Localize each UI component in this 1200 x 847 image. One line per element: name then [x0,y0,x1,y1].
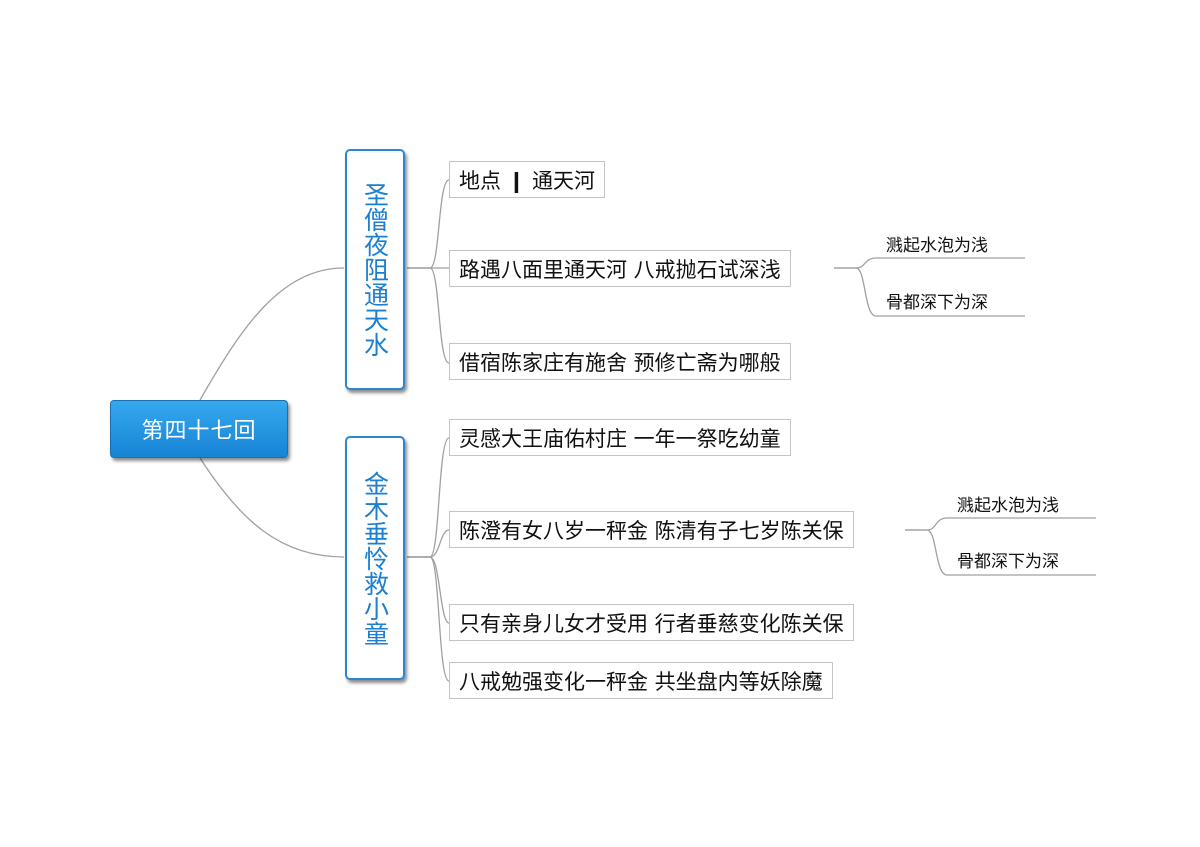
leaf-node-2-2[interactable]: 陈澄有女八岁一秤金 陈清有子七岁陈关保 [449,511,854,548]
leaf-node-label: 灵感大王庙佑村庄 一年一祭吃幼童 [459,426,781,451]
leaf-node-1-3[interactable]: 借宿陈家庄有施舍 预修亡斋为哪般 [449,343,791,380]
branch-node-1[interactable]: 圣僧夜阻通天水 [345,149,405,390]
leaf-node-label: 八戒勉强变化一秤金 共坐盘内等妖除魔 [459,669,823,694]
root-node-label: 第四十七回 [141,419,257,444]
connector-leaf-sub-1 [834,257,1025,269]
leaf-node-2-3[interactable]: 只有亲身儿女才受用 行者垂慈变化陈关保 [449,604,854,641]
connector-leaf-sub-3 [905,517,1096,531]
leaf-node-1-2[interactable]: 路遇八面里通天河 八戒抛石试深浅 [449,250,791,287]
connector-branch2-leaf-1 [407,437,450,558]
leaf-node-label: 借宿陈家庄有施舍 预修亡斋为哪般 [459,350,781,375]
sub-node-1-2-1[interactable]: 溅起水泡为浅 [886,236,988,256]
connector-branch1-leaf-1 [407,179,450,269]
leaf-node-1-1[interactable]: 地点 ❙ 通天河 [449,161,605,198]
branch-node-2-label: 金木垂怜救小童 [360,470,390,646]
connector-branch2-leaf-2 [407,529,450,558]
connector-leaf-sub-2 [834,267,1025,317]
connector-leaf-sub-4 [905,529,1096,576]
leaf-node-label: 路遇八面里通天河 八戒抛石试深浅 [459,257,781,282]
root-node[interactable]: 第四十七回 [110,400,288,458]
leaf-node-label: 陈澄有女八岁一秤金 陈清有子七岁陈关保 [459,518,844,543]
connector-branch2-leaf-4 [407,556,450,682]
branch-node-2[interactable]: 金木垂怜救小童 [345,436,405,680]
sub-node-2-2-2[interactable]: 骨都深下为深 [957,552,1059,572]
connector-branch2-leaf-3 [407,556,450,624]
leaf-node-2-1[interactable]: 灵感大王庙佑村庄 一年一祭吃幼童 [449,419,791,456]
connector-root-branch-2 [199,457,345,558]
connector-root-branch-1 [199,267,345,401]
leaf-node-2-4[interactable]: 八戒勉强变化一秤金 共坐盘内等妖除魔 [449,662,833,699]
connector-branch1-leaf-3 [407,267,450,364]
sub-node-1-2-2[interactable]: 骨都深下为深 [886,293,988,313]
leaf-node-label: 地点 ❙ 通天河 [459,168,595,193]
branch-node-1-label: 圣僧夜阻通天水 [360,182,390,357]
leaf-node-label: 只有亲身儿女才受用 行者垂慈变化陈关保 [459,611,844,636]
sub-node-2-2-1[interactable]: 溅起水泡为浅 [957,496,1059,516]
